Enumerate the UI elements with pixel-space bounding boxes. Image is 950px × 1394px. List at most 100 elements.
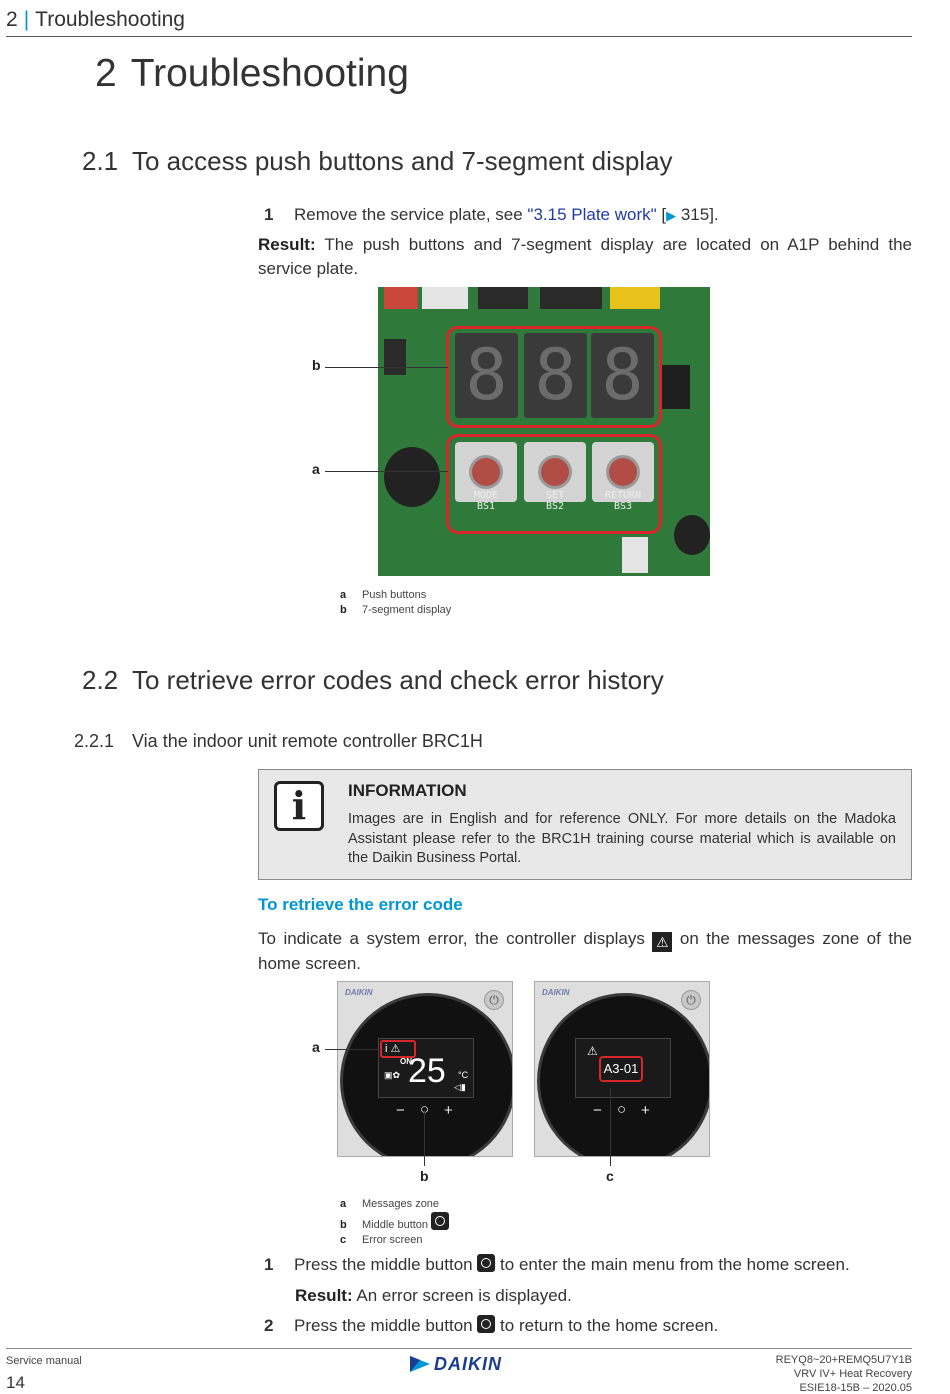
middle-button-icon — [477, 1315, 496, 1333]
push-buttons-highlight — [446, 434, 662, 534]
middle-button: ○ — [420, 1101, 429, 1118]
callout-a-line — [325, 1049, 381, 1050]
messages-zone: i ⚠ — [380, 1040, 416, 1058]
callout-b: b — [420, 1168, 429, 1184]
pcb-chip — [384, 339, 406, 375]
temperature-unit: °C — [458, 1070, 469, 1080]
setpoint-temperature: 25 — [408, 1052, 446, 1090]
pcb-connector — [540, 287, 602, 309]
result-text: The push buttons and 7-segment display a… — [258, 235, 912, 278]
information-title: INFORMATION — [348, 781, 467, 800]
plus-button: + — [444, 1102, 453, 1119]
controller-screen — [378, 1038, 474, 1098]
controller-screen — [575, 1038, 671, 1098]
pcb-connector — [422, 287, 468, 309]
information-text: Images are in English and for reference … — [348, 811, 896, 866]
push-button-bs2 — [524, 442, 586, 502]
fan-icon: ◁▮ — [454, 1082, 466, 1092]
pcb-chip — [662, 365, 690, 409]
information-box — [258, 769, 912, 880]
footer-doc-type: Service manual — [6, 1355, 82, 1367]
seven-segment-digit: 8 — [455, 333, 518, 418]
controller-home-screen: DAIKIN ⏻ i ⚠ ON ▣✿ 25 °C ◁▮ − ○ + — [337, 981, 513, 1157]
seven-segment-highlight — [446, 326, 662, 428]
section-2-2-heading: 2.2 To retrieve error codes and check err… — [82, 665, 664, 696]
pcb-connector — [384, 287, 418, 309]
seven-segment-digit: 8 — [524, 333, 587, 418]
header-separator: | — [23, 8, 30, 31]
info-small-icon: i — [385, 1043, 388, 1055]
callout-a: a — [312, 1039, 320, 1055]
header-chapter-title: Troubleshooting — [35, 8, 185, 31]
daikin-logo: DAIKIN — [408, 1354, 501, 1374]
warning-icon: ⚠ — [652, 932, 673, 952]
chapter-title-text: Troubleshooting — [130, 52, 409, 95]
section-title: To retrieve error codes and check error … — [132, 665, 664, 695]
power-icon: ⏻ — [681, 990, 701, 1010]
section-num: 2.2 — [82, 665, 119, 695]
bracket-open: [ — [656, 205, 667, 224]
power-icon: ⏻ — [484, 990, 504, 1010]
information-icon: i — [274, 781, 324, 831]
callout-c-line — [610, 1088, 611, 1166]
footer-model-info: REYQ8~20+REMQ5U7Y1B VRV IV+ Heat Recover… — [775, 1354, 912, 1394]
plate-work-link[interactable]: "3.15 Plate work" — [527, 205, 657, 224]
warning-small-icon: ⚠ — [390, 1043, 401, 1055]
on-indicator: ON — [400, 1057, 412, 1066]
middle-button: ○ — [617, 1101, 627, 1118]
result-label: Result: — [258, 235, 316, 254]
page-number: 14 — [6, 1373, 25, 1392]
warning-small-icon: ⚠ — [587, 1044, 598, 1058]
push-button-bs3 — [592, 442, 654, 502]
callout-b: b — [312, 357, 321, 373]
result-paragraph: Result: The push buttons and 7-segment d… — [258, 233, 912, 281]
step-number: 1 — [264, 205, 274, 224]
retrieve-intro: To indicate a system error, the controll… — [258, 929, 912, 973]
pcb-connector — [622, 537, 648, 573]
page-ref-arrow-icon: ▶ — [666, 208, 677, 223]
callout-c: c — [606, 1168, 614, 1184]
step-remove-plate: 1 Remove the service plate, see "3.15 Pla… — [264, 203, 719, 228]
middle-button-icon — [477, 1254, 496, 1272]
controller-brand: DAIKIN — [345, 988, 373, 997]
page-ref: 315]. — [676, 205, 719, 224]
step-text: Remove the service plate, see — [294, 205, 528, 224]
daikin-logo-icon — [410, 1356, 430, 1372]
footer-rule — [6, 1348, 912, 1349]
pcb-capacitor — [674, 515, 710, 555]
retrieve-error-subheading: To retrieve the error code — [258, 895, 463, 914]
callout-b-line — [325, 367, 448, 368]
running-header: 2|Troubleshooting — [6, 8, 185, 32]
subsection-title: Via the indoor unit remote controller BR… — [132, 731, 483, 751]
push-button-bs1 — [455, 442, 517, 502]
callout-a: a — [312, 461, 320, 477]
minus-button: − — [396, 1102, 405, 1119]
error-code: A3-01 — [599, 1056, 643, 1082]
minus-button: − — [593, 1102, 602, 1119]
controller-error-screen: DAIKIN ⏻ ⚠ A3-01 − ○ + — [534, 981, 710, 1157]
mode-icons: ▣✿ — [384, 1070, 401, 1080]
step-result: Result: An error screen is displayed. — [295, 1286, 572, 1305]
middle-button-icon — [431, 1212, 450, 1230]
section-title: To access push buttons and 7-segment dis… — [132, 146, 673, 176]
pcb-connector — [610, 287, 660, 309]
callout-a-line — [325, 471, 448, 472]
pcb-capacitor — [384, 447, 440, 507]
header-rule — [6, 36, 912, 37]
seven-segment-digit: 8 — [591, 333, 654, 418]
